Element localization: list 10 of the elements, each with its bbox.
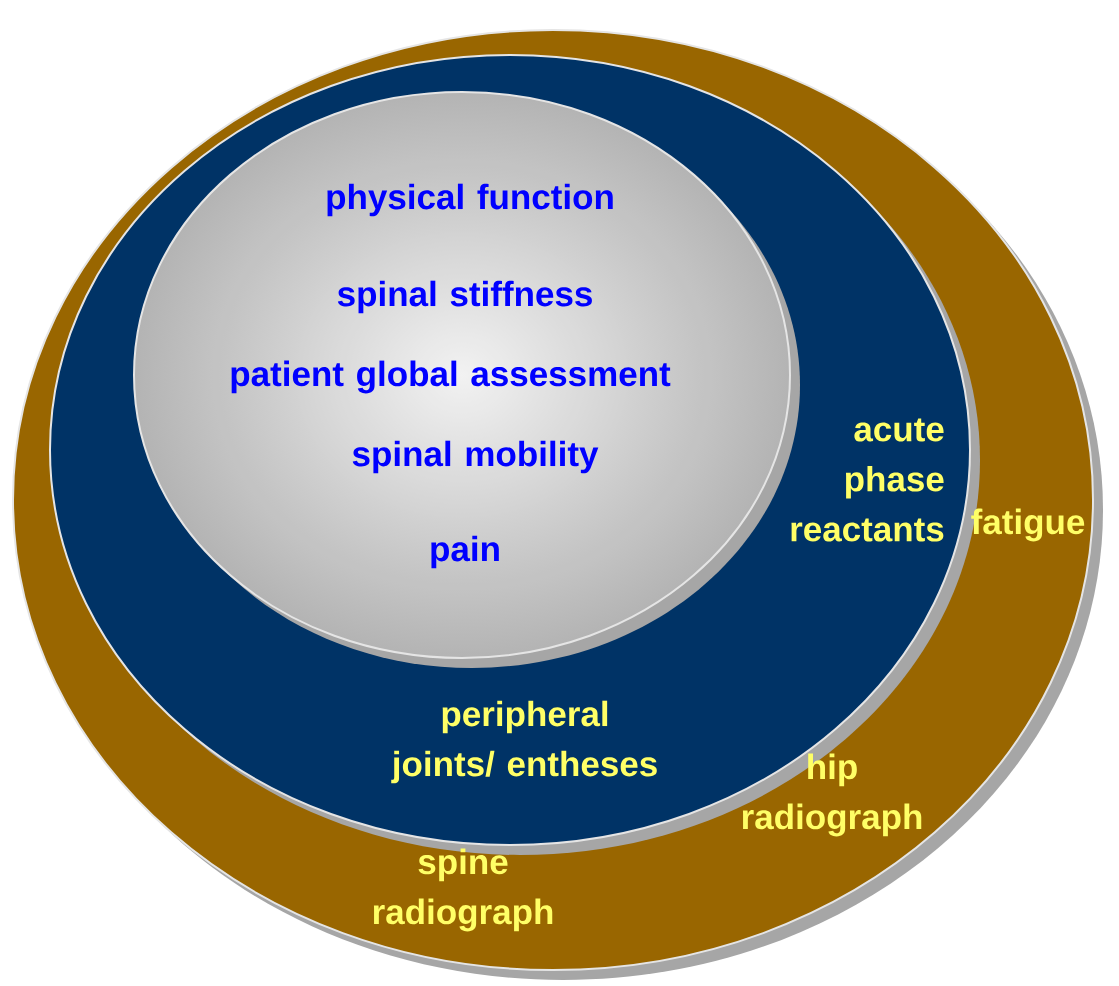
- ellipse-label: spinal stiffness: [337, 280, 592, 314]
- ellipse-label: peripheral joints/ entheses: [391, 700, 657, 784]
- ellipse-label: pain: [431, 535, 499, 569]
- ellipse-label: spine radiograph: [373, 848, 553, 932]
- ellipse-label: spinal mobility: [352, 440, 599, 474]
- ellipse-label: hip radiograph: [742, 753, 922, 837]
- ring-ellipse: [133, 91, 791, 659]
- ellipse-label: patient global assessment: [231, 360, 671, 394]
- ellipse-label: physical function: [327, 183, 613, 217]
- ellipse-label: acute phase reactants: [791, 418, 944, 542]
